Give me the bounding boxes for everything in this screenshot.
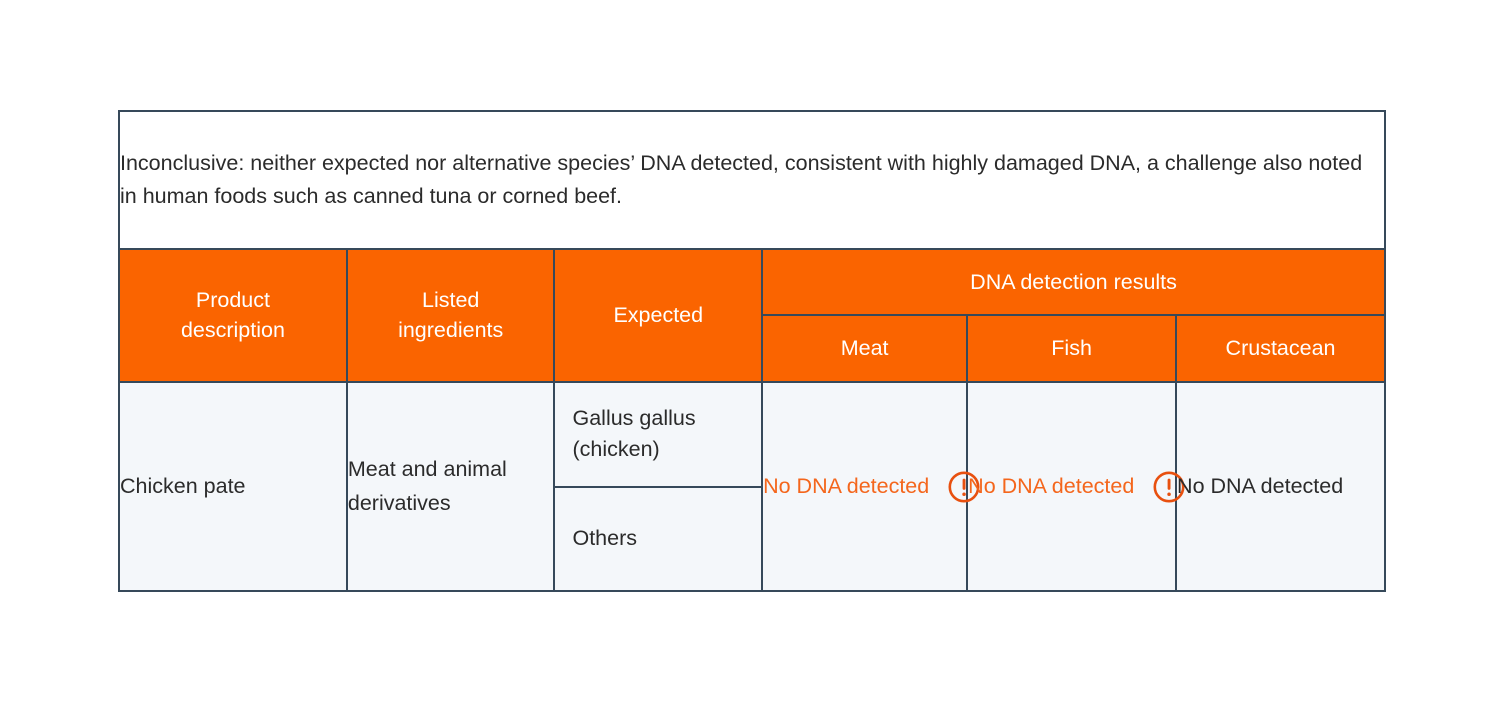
result-meat-label: No DNA detected [763,473,930,498]
column-header-listed-ingredients: Listed ingredients [345,247,556,384]
table-header-row-primary: Product description Listed ingredients E… [118,247,1386,384]
cell-result-crustacean: No DNA detected [1175,381,1386,592]
column-header-fish: Fish [966,314,1178,383]
result-fish-label: No DNA detected [968,473,1135,498]
expected-subrow-primary: Gallus gallus (chicken) [555,383,762,488]
listed-ingredients-label-line2: ingredients [398,318,504,343]
dna-results-table-container: Inconclusive: neither expected nor alter… [118,110,1386,592]
cell-result-meat: No DNA detected [761,381,980,592]
column-header-expected: Expected [553,247,764,384]
alert-circle-icon [947,470,981,504]
inconclusive-note: Inconclusive: neither expected nor alter… [118,110,1386,250]
column-header-crustacean: Crustacean [1175,314,1386,383]
result-fish-content: No DNA detected [968,470,1185,504]
listed-ingredients-label-line1: Listed [421,287,480,312]
table-note-row: Inconclusive: neither expected nor alter… [118,110,1386,250]
expected-species-primary: Gallus gallus (chicken) [555,383,762,488]
product-description-label-line2: description [180,318,285,343]
cell-expected: Gallus gallus (chicken) Others [553,381,764,592]
product-description-label-line1: Product [195,287,270,312]
column-header-product-description: Product description [118,247,348,384]
table-header-row-secondary: Meat Fish Crustacean [119,314,1386,383]
table-row: Chicken pate Meat and animal derivatives… [118,381,1386,592]
expected-subrow-others: Others [555,486,762,590]
dna-results-table: Inconclusive: neither expected nor alter… [118,110,1386,592]
cell-listed-ingredients: Meat and animal derivatives [345,381,556,592]
expected-species-others: Others [555,486,762,590]
cell-result-fish: No DNA detected [966,381,1185,592]
cell-product-description: Chicken pate [118,381,348,592]
column-header-meat: Meat [761,314,969,383]
expected-split-table: Gallus gallus (chicken) Others [555,383,762,590]
result-meat-content: No DNA detected [763,470,980,504]
column-header-group-dna-detection-results: DNA detection results [761,247,1386,317]
